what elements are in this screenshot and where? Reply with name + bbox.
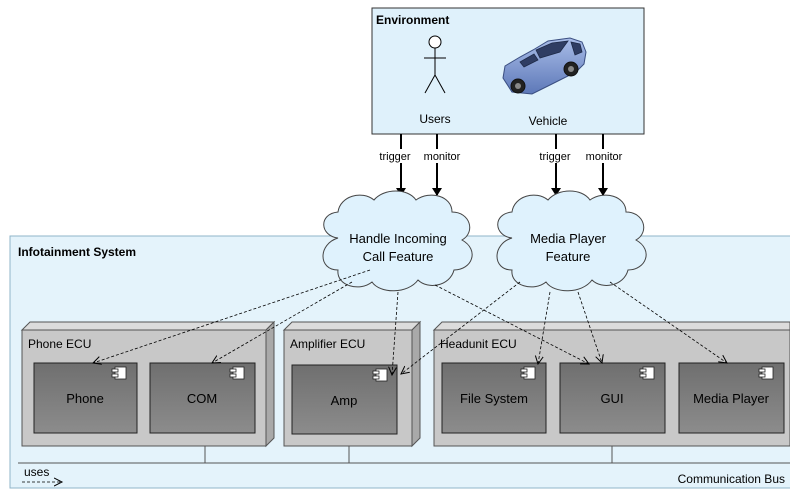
call-feature-line2: Call Feature: [363, 249, 434, 264]
environment-box: Environment Users Vehicle: [371, 7, 645, 135]
media-feature-cloud: Media Player Feature: [496, 190, 647, 292]
monitor-label-vehicle: monitor: [586, 151, 623, 163]
trigger-label-vehicle: trigger: [539, 151, 571, 163]
component-com: COM: [149, 362, 256, 434]
vehicle-car-icon: [502, 37, 587, 95]
amplifier-ecu-title: Amplifier ECU: [290, 337, 365, 351]
component-amp-label: Amp: [331, 393, 358, 408]
users-label: Users: [419, 112, 450, 126]
component-phone: Phone: [33, 362, 138, 434]
phone-ecu-title: Phone ECU: [28, 337, 91, 351]
component-gui-label: GUI: [600, 391, 623, 406]
trigger-label-users: trigger: [379, 151, 411, 163]
call-feature-line1: Handle Incoming: [349, 231, 447, 246]
component-amp: Amp: [291, 364, 398, 435]
component-file-system-label: File System: [460, 391, 528, 406]
component-media-player-label: Media Player: [693, 391, 770, 406]
component-com-label: COM: [187, 391, 217, 406]
component-phone-label: Phone: [66, 391, 104, 406]
component-icon: [639, 366, 655, 380]
component-media-player: Media Player: [678, 362, 785, 434]
monitor-label-users: monitor: [424, 151, 461, 163]
environment-arrows: trigger monitor trigger monitor: [374, 134, 630, 196]
call-feature-cloud: Handle Incoming Call Feature: [322, 190, 473, 292]
media-feature-line1: Media Player: [530, 231, 607, 246]
user-actor-icon: [424, 35, 446, 94]
component-gui: GUI: [559, 362, 666, 434]
uses-legend-label: uses: [24, 465, 49, 479]
bus-label: Communication Bus: [678, 472, 785, 486]
component-icon: [520, 366, 536, 380]
environment-title: Environment: [376, 13, 449, 27]
component-file-system: File System: [441, 362, 547, 434]
uses-dependencies: [93, 269, 727, 375]
communication-bus: Communication Bus: [18, 446, 790, 486]
uses-legend: uses: [22, 465, 62, 482]
vehicle-label: Vehicle: [529, 114, 568, 128]
component-icon: [229, 366, 245, 380]
component-icon: [372, 368, 388, 382]
headunit-ecu-title: Headunit ECU: [440, 337, 517, 351]
component-icon: [758, 366, 774, 380]
system-title: Infotainment System: [18, 245, 136, 259]
component-icon: [111, 366, 127, 380]
media-feature-line2: Feature: [546, 249, 591, 264]
